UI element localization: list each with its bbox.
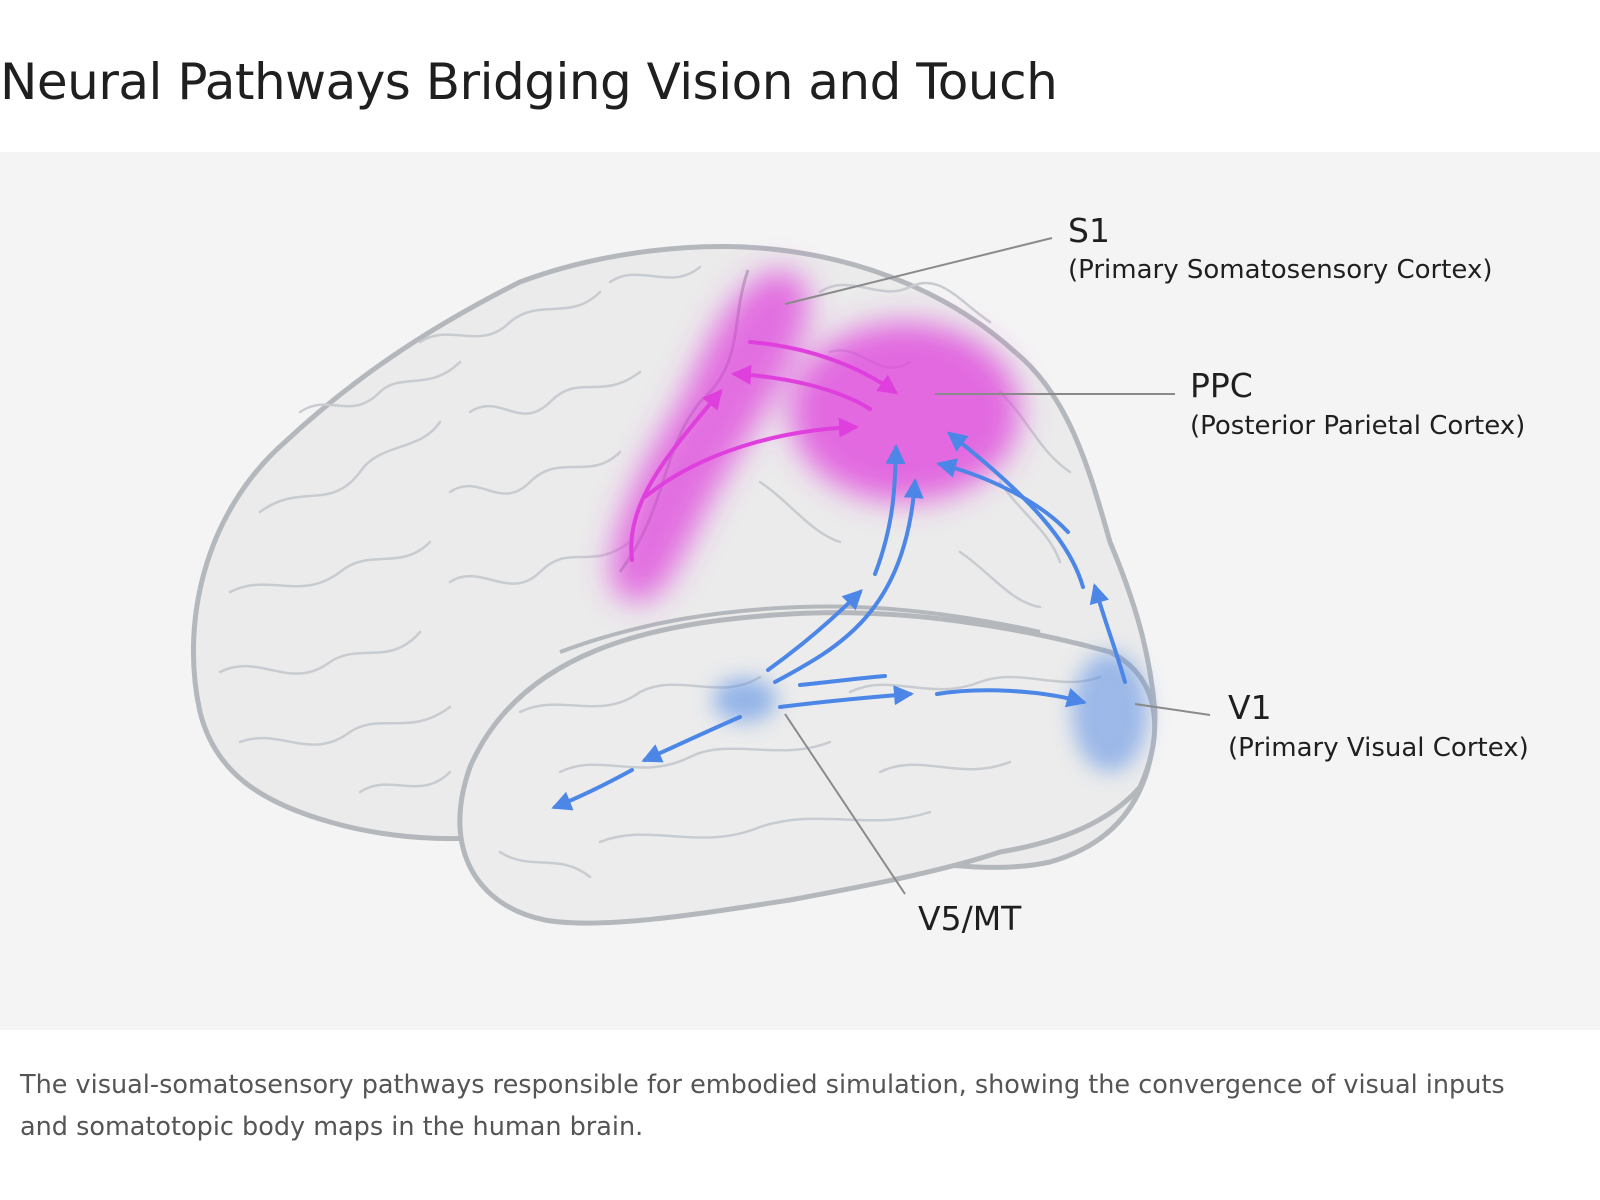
blue-arrow-ventral-b [551,768,634,811]
s1-leader-line [784,237,1053,305]
v5-leader-line [784,713,906,895]
v1-full-name: (Primary Visual Cortex) [1228,733,1529,763]
blue-arrow-v5-up-b [773,478,924,684]
v5-highlight [713,678,777,722]
page-title: Neural Pathways Bridging Vision and Touc… [0,53,1058,111]
pink-arrow-ppc-back [731,364,872,411]
figure-caption: The visual-somatosensory pathways respon… [20,1070,1505,1142]
ppc-label: PPC [1190,366,1253,405]
visual-arrows [551,431,1127,811]
region-labels: S1 (Primary Somatosensory Cortex) PPC (P… [918,211,1529,938]
blue-arrow-v5-v1-a [778,685,914,709]
brain-diagram: S1 (Primary Somatosensory Cortex) PPC (P… [190,211,1529,938]
leader-lines [784,237,1211,895]
blue-arrow-v1-ppc-a [946,431,1085,589]
pink-arrow-s1-up [629,388,723,562]
blue-arrow-dorsal-left [873,444,906,576]
ppc-highlight [790,322,1020,502]
blue-arrow-v5-v1-b [798,674,887,687]
sylvian-fissure [559,604,1041,654]
blue-arrow-ventral-a [641,715,742,763]
v1-highlight [1072,652,1148,772]
s1-full-name: (Primary Somatosensory Cortex) [1068,255,1492,285]
pink-arrow-s1-ppc-top [748,340,899,395]
gyri-lines [218,265,1102,879]
v5-label: V5/MT [918,899,1022,938]
somatosensory-arrows [629,340,899,562]
blue-arrow-v1-up [1089,583,1127,684]
v1-label: V1 [1228,688,1272,727]
pink-arrow-s1-to-ppc [643,417,859,499]
s1-highlight [610,270,809,602]
figure-area: S1 (Primary Somatosensory Cortex) PPC (P… [0,152,1600,1030]
blue-arrow-v5-v1-c [935,688,1087,708]
blue-arrow-v5-up-a [766,589,863,672]
blue-arrow-v1-ppc-b [936,458,1070,534]
brain-silhouette [190,244,1158,926]
s1-label: S1 [1068,211,1110,250]
v1-leader-line [1134,703,1211,716]
ppc-full-name: (Posterior Parietal Cortex) [1190,411,1525,441]
visual-highlights [713,652,1148,772]
